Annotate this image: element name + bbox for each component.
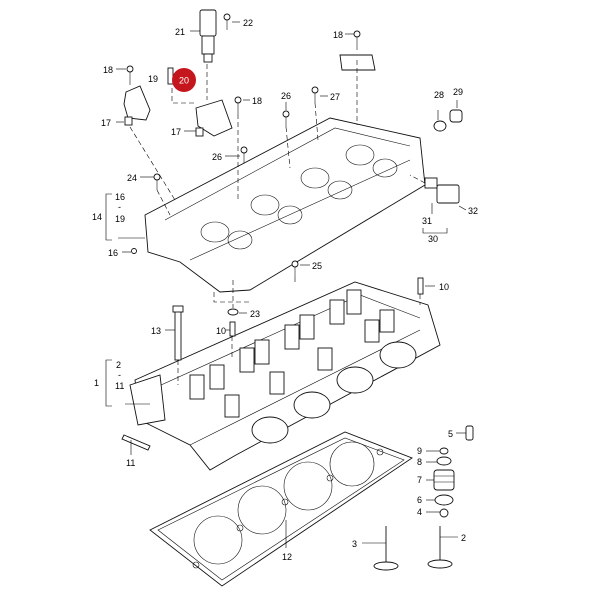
callout-19-range-end: 19 xyxy=(115,214,125,224)
callout-20-label: 20 xyxy=(179,76,189,86)
valve-guide-5[interactable] xyxy=(465,425,474,441)
callout-2-range-start: 2 xyxy=(116,360,121,370)
callout-14: 14 xyxy=(92,212,102,222)
callout-17-middle: 17 xyxy=(171,127,181,137)
callout-28: 28 xyxy=(434,90,444,100)
callout-13: 13 xyxy=(151,326,161,336)
valve-stem-seal-4[interactable] xyxy=(439,508,449,518)
dowel-10-lower[interactable] xyxy=(229,321,236,337)
callout-labels: 21 22 18 19 18 18 27 26 26 17 17 24 14 1… xyxy=(92,18,478,562)
callout-25: 25 xyxy=(312,261,322,271)
plug-17-middle[interactable] xyxy=(195,127,204,137)
bolt-26-upper[interactable] xyxy=(282,110,290,127)
callout-20-highlight[interactable]: 20 xyxy=(172,68,196,92)
callout-30: 30 xyxy=(428,234,438,244)
solenoid-valve[interactable] xyxy=(199,9,217,63)
bolt-18-middle[interactable] xyxy=(234,96,242,114)
callout-5: 5 xyxy=(448,429,453,439)
stud-11[interactable] xyxy=(121,434,151,451)
callout-23: 23 xyxy=(250,309,260,319)
seal-23[interactable] xyxy=(227,308,239,316)
callout-10-lower: 10 xyxy=(216,326,226,336)
bolt-24[interactable] xyxy=(153,173,161,190)
dashed-lines xyxy=(129,60,426,385)
callout-17-left: 17 xyxy=(101,118,111,128)
valve-springs-installed xyxy=(189,289,395,418)
seal-ring-28[interactable] xyxy=(433,120,447,132)
intake-valve-3[interactable] xyxy=(373,526,399,571)
callout-7: 7 xyxy=(417,475,422,485)
cylinder-head[interactable] xyxy=(129,281,441,471)
callout-4: 4 xyxy=(417,507,422,517)
bearing-cap-right[interactable] xyxy=(339,54,376,71)
callout-26-upper: 26 xyxy=(281,91,291,101)
callout-26-lower: 26 xyxy=(212,152,222,162)
valve-spring-7[interactable] xyxy=(433,469,455,491)
valve-keepers-9[interactable] xyxy=(439,447,449,455)
callout-11-range-end: 11 xyxy=(115,381,124,391)
callout-12: 12 xyxy=(282,552,292,562)
callout-19-left: 19 xyxy=(148,74,158,84)
bearing-cap-left[interactable] xyxy=(123,85,151,121)
camshaft-housing[interactable] xyxy=(144,117,426,293)
callout-29: 29 xyxy=(453,87,463,97)
bolt-18-left[interactable] xyxy=(126,65,134,85)
callout-22: 22 xyxy=(243,18,253,28)
sensor-32[interactable] xyxy=(424,177,460,204)
bolt-26-lower[interactable] xyxy=(240,146,248,163)
callout-10-upper: 10 xyxy=(439,282,449,292)
callout-2: 2 xyxy=(461,533,466,543)
callout-32: 32 xyxy=(468,206,478,216)
callout-9: 9 xyxy=(417,446,422,456)
callout-18-left: 18 xyxy=(103,65,113,75)
callout-16: 16 xyxy=(108,248,118,258)
bearing-cap-middle[interactable] xyxy=(195,99,233,137)
callout-18-right: 18 xyxy=(333,30,343,40)
exhaust-valve-2[interactable] xyxy=(427,526,453,569)
bolt-22[interactable] xyxy=(223,13,231,30)
callout-31: 31 xyxy=(422,216,432,226)
stud-13[interactable] xyxy=(172,305,184,361)
callout-18-middle: 18 xyxy=(252,96,262,106)
dowel-10-upper[interactable] xyxy=(417,277,424,295)
callout-27: 27 xyxy=(330,92,340,102)
plug-16[interactable] xyxy=(131,248,137,254)
leader-lines xyxy=(105,21,467,548)
callout-16-range-start: 16 xyxy=(115,192,125,202)
callout-8: 8 xyxy=(417,457,422,467)
plug-17[interactable] xyxy=(124,116,133,126)
callout-24: 24 xyxy=(127,173,137,183)
bolt-25[interactable] xyxy=(291,260,299,277)
bolt-27[interactable] xyxy=(311,86,319,103)
callout-21: 21 xyxy=(175,27,185,37)
callout-1: 1 xyxy=(94,378,99,388)
plug-29[interactable] xyxy=(449,109,463,123)
spring-seat-6[interactable] xyxy=(434,494,454,506)
callout-11: 11 xyxy=(126,458,135,468)
bolt-18-right[interactable] xyxy=(353,30,361,50)
callout-3: 3 xyxy=(352,539,357,549)
callout-range-separator-2: - xyxy=(118,370,121,380)
head-gasket[interactable] xyxy=(149,431,413,587)
callout-6: 6 xyxy=(417,495,422,505)
spring-retainer-8[interactable] xyxy=(436,456,452,466)
callout-range-separator-1: - xyxy=(118,202,121,212)
